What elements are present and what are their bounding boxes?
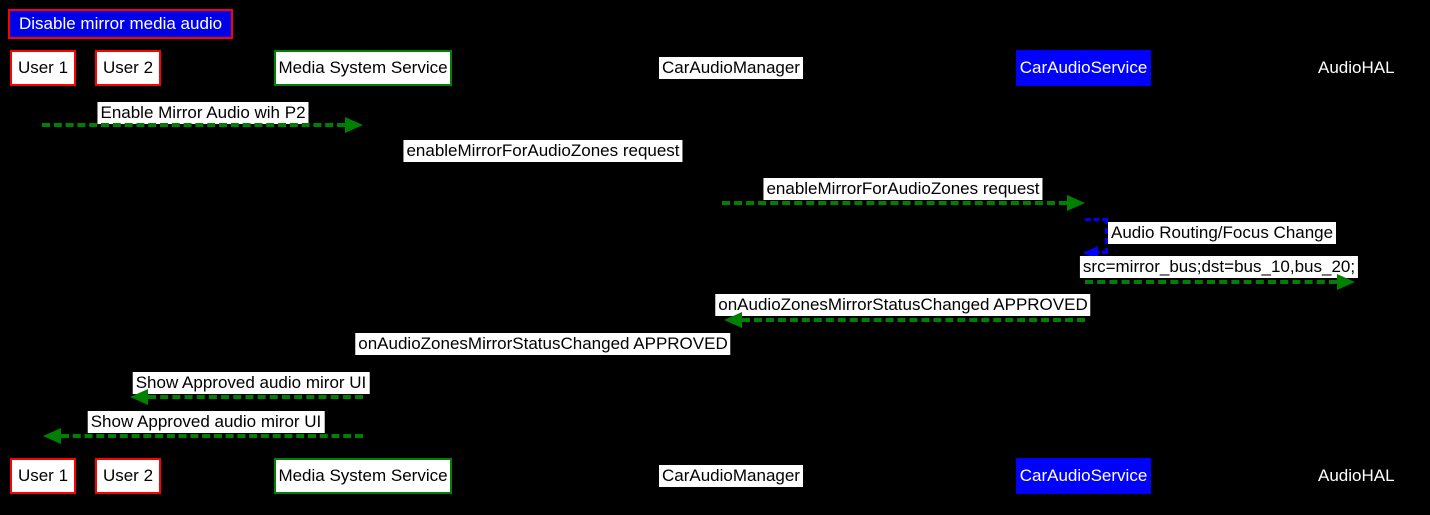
actor-audio-hal-top: AudioHAL xyxy=(1318,58,1395,77)
message-label-enable-mirror-zones-2: enableMirrorForAudioZones request xyxy=(763,178,1043,200)
actor-user1-bottom: User 1 xyxy=(10,458,76,494)
actor-car-audio-manager-top: CarAudioManager xyxy=(659,57,803,79)
arrow-line xyxy=(61,434,363,438)
message-arrow-show-approved-ui-2 xyxy=(43,428,363,444)
arrow-line xyxy=(148,395,363,399)
arrowhead-left-icon xyxy=(130,389,148,405)
arrowhead-right-icon xyxy=(1337,274,1355,290)
message-arrow-src-mirror-bus xyxy=(1085,274,1355,290)
actor-user2-bottom: User 2 xyxy=(95,458,161,494)
actor-car-audio-manager-bottom: CarAudioManager xyxy=(659,465,803,487)
arrow-line xyxy=(42,123,345,127)
message-label-audio-routing: Audio Routing/Focus Change xyxy=(1108,222,1337,244)
arrow-line xyxy=(1085,280,1337,284)
message-label-enable-mirror-audio: Enable Mirror Audio wih P2 xyxy=(97,102,309,124)
message-label-status-approved-2: onAudioZonesMirrorStatusChanged APPROVED xyxy=(355,333,731,355)
actor-user1-top: User 1 xyxy=(10,50,76,86)
arrow-line xyxy=(742,318,1085,322)
message-arrow-status-approved-1 xyxy=(724,312,1085,328)
message-label-show-approved-ui-1: Show Approved audio miror UI xyxy=(132,372,370,394)
arrowhead-right-icon xyxy=(1067,195,1085,211)
arrow-line xyxy=(722,201,1067,205)
message-arrow-enable-mirror-audio xyxy=(42,117,363,133)
arrowhead-left-icon xyxy=(724,312,742,328)
message-arrow-enable-mirror-zones-2 xyxy=(722,195,1085,211)
arrowhead-left-icon xyxy=(43,428,61,444)
actor-media-system-service-top: Media System Service xyxy=(274,50,452,86)
message-label-enable-mirror-zones-1: enableMirrorForAudioZones request xyxy=(403,140,683,162)
message-arrow-show-approved-ui-1 xyxy=(130,389,363,405)
self-loop-arrow-audio-routing xyxy=(1083,218,1108,260)
actor-car-audio-service-bottom: CarAudioService xyxy=(1016,458,1151,494)
actor-car-audio-service-top: CarAudioService xyxy=(1016,50,1151,86)
message-label-status-approved-1: onAudioZonesMirrorStatusChanged APPROVED xyxy=(715,294,1091,316)
arrowhead-right-icon xyxy=(345,117,363,133)
actor-user2-top: User 2 xyxy=(95,50,161,86)
diagram-title: Disable mirror media audio xyxy=(8,9,234,39)
message-label-src-mirror-bus: src=mirror_bus;dst=bus_10,bus_20; xyxy=(1079,256,1359,278)
actor-audio-hal-bottom: AudioHAL xyxy=(1318,466,1395,485)
actor-media-system-service-bottom: Media System Service xyxy=(274,458,452,494)
message-label-show-approved-ui-2: Show Approved audio miror UI xyxy=(87,411,325,433)
